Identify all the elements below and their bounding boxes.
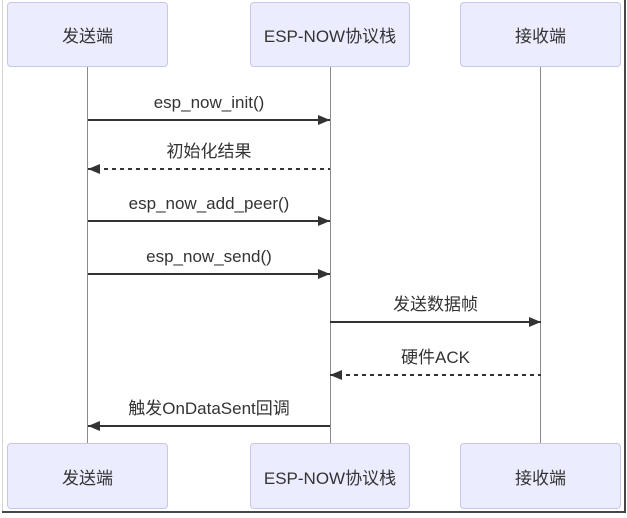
actor-top-sender: 发送端 <box>7 2 168 67</box>
actor-label: ESP-NOW协议栈 <box>263 468 397 488</box>
arrowhead-left-icon <box>330 370 342 380</box>
actor-bottom-espnow-stack: ESP-NOW协议栈 <box>250 443 410 509</box>
actor-bottom-sender: 发送端 <box>7 443 168 509</box>
message-line-solid <box>88 425 330 427</box>
actor-top-espnow-stack: ESP-NOW协议栈 <box>250 2 410 67</box>
actor-label: 接收端 <box>515 468 566 488</box>
lifeline-receiver <box>540 67 541 443</box>
arrowhead-right-icon <box>318 269 330 279</box>
actor-label: 接收端 <box>515 27 566 46</box>
message-label: 初始化结果 <box>166 142 252 161</box>
actor-bottom-receiver: 接收端 <box>460 443 621 509</box>
arrowhead-left-icon <box>88 164 100 174</box>
frame-right-border <box>624 0 626 513</box>
message-label: 触发OnDataSent回调 <box>128 399 290 418</box>
message-label: esp_now_add_peer() <box>128 194 290 213</box>
message-label: 硬件ACK <box>401 348 470 367</box>
actor-label: 发送端 <box>62 468 113 488</box>
lifeline-sender <box>87 67 88 443</box>
message-line-solid <box>330 321 541 323</box>
message-label: esp_now_init() <box>153 93 265 112</box>
message-label: 发送数据帧 <box>393 295 478 314</box>
message-line-solid <box>88 220 330 222</box>
frame-left-border <box>2 0 3 513</box>
arrowhead-right-icon <box>318 216 330 226</box>
message-line-dashed <box>330 374 541 376</box>
frame-bottom-border <box>2 511 626 513</box>
message-line-solid <box>88 273 330 275</box>
arrowhead-left-icon <box>88 421 100 431</box>
message-line-dashed <box>88 168 330 170</box>
actor-label: 发送端 <box>62 27 113 46</box>
message-line-solid <box>88 119 330 121</box>
arrowhead-right-icon <box>318 115 330 125</box>
arrowhead-right-icon <box>529 317 541 327</box>
message-label: esp_now_send() <box>146 247 272 266</box>
actor-top-receiver: 接收端 <box>460 2 621 67</box>
actor-label: ESP-NOW协议栈 <box>263 27 397 46</box>
lifeline-espnow-stack <box>330 67 331 443</box>
